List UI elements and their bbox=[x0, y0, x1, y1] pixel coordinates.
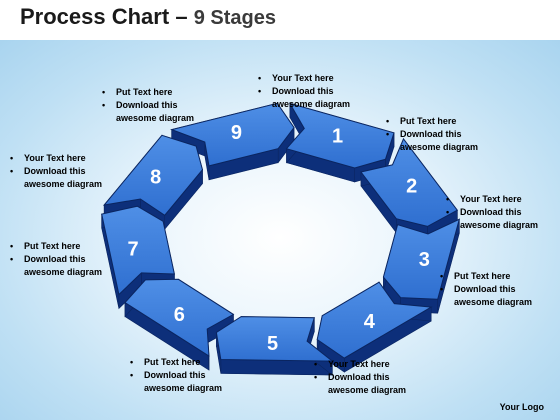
segment-face bbox=[124, 278, 235, 358]
stage-number-2: 2 bbox=[406, 176, 417, 198]
stage-segment-1: 1 bbox=[285, 102, 395, 183]
callout-stage-1: •Your Text here •Download this awesome d… bbox=[258, 73, 351, 109]
logo-text: Your Logo bbox=[499, 402, 544, 412]
stage-number-1: 1 bbox=[332, 126, 343, 148]
segment-face bbox=[102, 134, 204, 216]
stage-number-5: 5 bbox=[267, 333, 278, 355]
page-title: Process Chart – 9 Stages bbox=[20, 4, 276, 30]
callout-stage-7: •Put Text here •Download this awesome di… bbox=[10, 241, 103, 277]
callout-stage-2: •Put Text here •Download this awesome di… bbox=[386, 116, 479, 152]
title-dash: – bbox=[175, 4, 188, 29]
stage-number-9: 9 bbox=[231, 122, 242, 144]
segment-face bbox=[285, 102, 395, 169]
header: Process Chart – 9 Stages bbox=[0, 0, 560, 40]
stage-number-7: 7 bbox=[128, 238, 139, 260]
stage-number-8: 8 bbox=[150, 166, 161, 188]
segment-face bbox=[170, 102, 295, 167]
stage-number-3: 3 bbox=[419, 249, 430, 271]
stage-number-6: 6 bbox=[174, 304, 185, 326]
segment-face bbox=[101, 205, 176, 296]
stage-segment-4: 4 bbox=[316, 281, 433, 373]
callout-stage-5: •Your Text here •Download this awesome d… bbox=[314, 359, 407, 395]
stage-segment-5: 5 bbox=[215, 316, 334, 376]
segment-face bbox=[382, 218, 461, 300]
callout-stage-6: •Put Text here •Download this awesome di… bbox=[130, 357, 223, 393]
stage-number-4: 4 bbox=[364, 311, 376, 333]
callout-stage-8: •Your Text here •Download this awesome d… bbox=[10, 153, 103, 189]
title-sub: 9 Stages bbox=[193, 7, 276, 29]
stage-segment-3: 3 bbox=[382, 218, 461, 314]
callout-stage-3: •Your Text here •Download this awesome d… bbox=[446, 194, 539, 230]
title-main: Process Chart bbox=[20, 4, 170, 29]
stage-segment-9: 9 bbox=[170, 102, 295, 181]
segment-face bbox=[215, 316, 334, 362]
callout-stage-9: •Put Text here •Download this awesome di… bbox=[102, 87, 195, 123]
callout-stage-4: •Put Text here •Download this awesome di… bbox=[440, 271, 533, 307]
segment-face bbox=[360, 137, 459, 227]
segment-face bbox=[316, 281, 433, 359]
